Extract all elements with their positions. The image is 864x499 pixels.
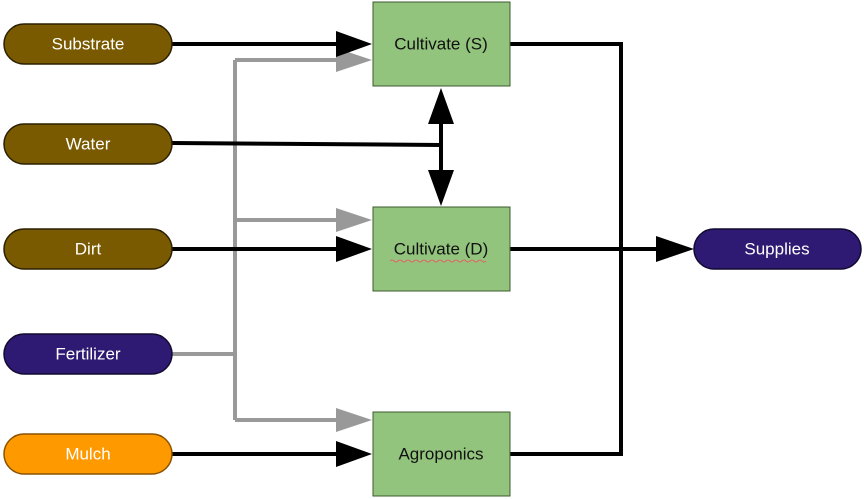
input-label: Mulch	[65, 444, 110, 463]
process-label: Cultivate (S)	[394, 34, 488, 53]
input-label: Water	[66, 134, 111, 153]
pill-shape	[3, 433, 173, 475]
process-box	[372, 411, 511, 497]
process-box	[372, 1, 511, 87]
gray-arrowhead-s	[336, 48, 372, 72]
process-cultivate-d: Cultivate (D)	[372, 206, 511, 292]
gray-arrowhead-agro	[336, 408, 372, 432]
output-label: Supplies	[744, 239, 809, 258]
pill-shape	[3, 228, 173, 270]
fertilizer-trunk	[172, 60, 237, 420]
process-agroponics: Agroponics	[372, 411, 511, 497]
arrowhead-down-cultivate-d	[428, 170, 454, 206]
input-fertilizer: Fertilizer	[3, 333, 173, 375]
process-label: Cultivate (D)	[394, 239, 488, 258]
gray-arrowhead-d	[336, 208, 372, 232]
input-label: Fertilizer	[55, 344, 121, 363]
arrowhead-up-cultivate-s	[428, 88, 454, 124]
spellcheck-underline	[389, 259, 487, 263]
arrowhead-mulch	[336, 441, 372, 467]
water-to-cultivate-link	[171, 141, 442, 147]
pill-shape	[3, 123, 173, 165]
input-dirt: Dirt	[3, 228, 173, 270]
black-arrowheads	[336, 31, 694, 467]
pill-shape	[693, 228, 862, 270]
fertilizer-connectors	[172, 58, 340, 422]
process-cultivate-s: Cultivate (S)	[372, 1, 511, 87]
black-connectors	[171, 42, 662, 456]
input-label: Substrate	[52, 34, 125, 53]
arrowhead-dirt	[336, 236, 372, 262]
process-label: Agroponics	[398, 444, 483, 463]
arrowhead-substrate	[336, 31, 372, 57]
arrowhead-supplies	[656, 236, 694, 262]
input-label: Dirt	[75, 239, 102, 258]
input-water: Water	[3, 123, 173, 165]
input-substrate: Substrate	[3, 23, 173, 65]
fertilizer-arrowheads	[336, 48, 372, 432]
input-mulch: Mulch	[3, 433, 173, 475]
pill-shape	[3, 333, 173, 375]
output-supplies: Supplies	[693, 228, 862, 270]
process-box	[372, 206, 511, 292]
pill-shape	[3, 23, 173, 65]
